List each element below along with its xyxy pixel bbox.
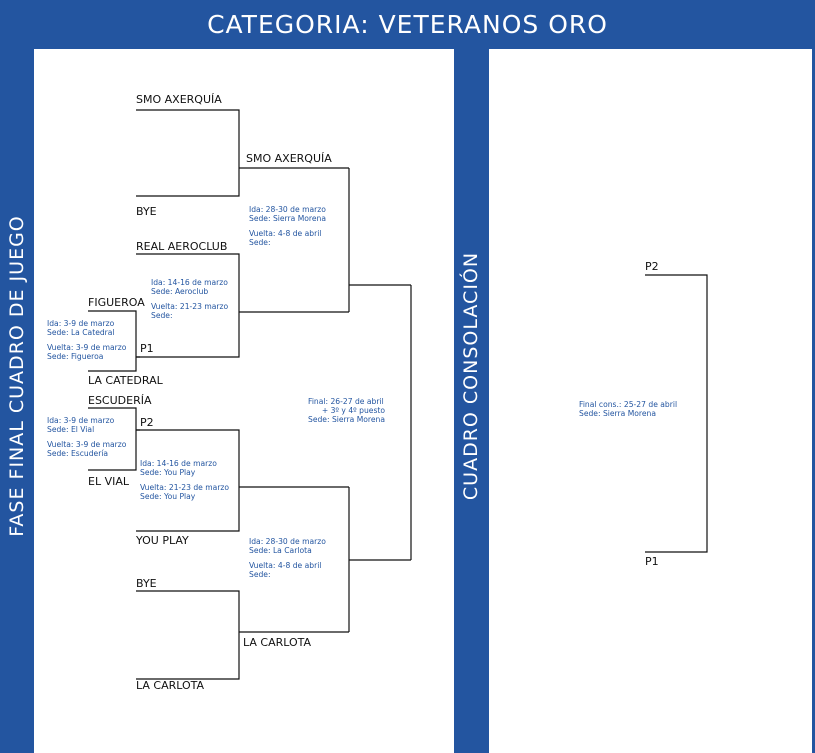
line-r1-aeroclub-p1 (136, 253, 349, 358)
line-semi-bottom (348, 487, 411, 632)
middle-side-bar (454, 0, 489, 753)
line-r0-figueroa-catedral (88, 310, 140, 372)
team-p2: P2 (140, 416, 154, 429)
line-r1-smo-bye (136, 109, 349, 197)
final-date: Final: 26-27 de abril (308, 397, 384, 406)
match-info-final: Final: 26-27 de abril + 3º y 4º puesto S… (308, 397, 385, 424)
match-date-ida: Ida: 3-9 de marzo (47, 416, 115, 425)
right-side-bar (812, 0, 815, 753)
match-date-ida: Ida: 14-16 de marzo (151, 278, 228, 287)
final-third-place: + 3º y 4º puesto (321, 406, 386, 415)
left-side-bar (0, 0, 34, 753)
team-real-aeroclub: REAL AEROCLUB (136, 240, 228, 253)
match-venue-ida: Sede: Aeroclub (151, 287, 209, 296)
match-info-semi-bottom: Ida: 28-30 de marzo Sede: La Carlota Vue… (249, 537, 326, 579)
match-venue-vuelta: Sede: You Play (140, 492, 196, 501)
match-date-vuelta: Vuelta: 3-9 de marzo (47, 440, 127, 449)
team-consolation-p2: P2 (645, 260, 659, 273)
match-venue-ida: Sede: La Catedral (47, 328, 115, 337)
header-bar (0, 0, 815, 49)
line-r1-bye-carlota (136, 590, 349, 680)
team-la-catedral: LA CATEDRAL (88, 374, 163, 387)
match-date-vuelta: Vuelta: 4-8 de abril (249, 561, 322, 570)
team-p1: P1 (140, 342, 154, 355)
match-date-ida: Ida: 28-30 de marzo (249, 205, 326, 214)
consolation-final-date: Final cons.: 25-27 de abril (579, 400, 678, 409)
team-smo-axerquia-winner: SMO AXERQUÍA (246, 152, 332, 165)
match-venue-vuelta: Sede: (249, 570, 271, 579)
match-date-vuelta: Vuelta: 3-9 de marzo (47, 343, 127, 352)
match-date-ida: Ida: 14-16 de marzo (140, 459, 217, 468)
match-venue-vuelta: Sede: Escudería (47, 449, 109, 458)
consolation-final-venue: Sede: Sierra Morena (579, 409, 657, 418)
team-bye: BYE (136, 577, 157, 590)
team-you-play: YOU PLAY (136, 534, 189, 547)
line-consolation (645, 274, 708, 553)
match-info-consolation-final: Final cons.: 25-27 de abril Sede: Sierra… (579, 400, 677, 418)
match-venue-vuelta: Sede: Figueroa (47, 352, 104, 361)
match-venue-ida: Sede: You Play (140, 468, 196, 477)
match-venue-ida: Sede: Sierra Morena (249, 214, 327, 223)
final-venue: Sede: Sierra Morena (308, 415, 386, 424)
match-date-ida: Ida: 28-30 de marzo (249, 537, 326, 546)
team-el-vial: EL VIAL (88, 475, 129, 488)
match-date-vuelta: Vuelta: 21-23 de marzo (140, 483, 230, 492)
line-r1-p2-youplay (136, 429, 349, 532)
match-venue-vuelta: Sede: (151, 311, 173, 320)
team-figueroa: FIGUEROA (88, 296, 145, 309)
match-info-p2-youplay: Ida: 14-16 de marzo Sede: You Play Vuelt… (140, 459, 229, 501)
match-venue-vuelta: Sede: (249, 238, 271, 247)
match-date-vuelta: Vuelta: 21-23 marzo (151, 302, 229, 311)
match-info-figueroa-catedral: Ida: 3-9 de marzo Sede: La Catedral Vuel… (47, 319, 126, 361)
match-info-aeroclub-p1: Ida: 14-16 de marzo Sede: Aeroclub Vuelt… (151, 278, 228, 320)
match-info-escuderia-vial: Ida: 3-9 de marzo Sede: El Vial Vuelta: … (47, 416, 126, 458)
team-bye: BYE (136, 205, 157, 218)
match-venue-ida: Sede: La Carlota (249, 546, 312, 555)
team-smo-axerquia: SMO AXERQUÍA (136, 93, 222, 106)
team-consolation-p1: P1 (645, 555, 659, 568)
team-la-carlota-winner: LA CARLOTA (243, 636, 312, 649)
line-semi-top (348, 168, 411, 312)
team-la-carlota: LA CARLOTA (136, 679, 205, 692)
match-info-semi-top: Ida: 28-30 de marzo Sede: Sierra Morena … (249, 205, 326, 247)
match-date-ida: Ida: 3-9 de marzo (47, 319, 115, 328)
match-venue-ida: Sede: El Vial (47, 425, 95, 434)
team-escuderia: ESCUDERÍA (88, 394, 152, 407)
page-title: CATEGORIA: VETERANOS ORO (207, 10, 608, 39)
match-date-vuelta: Vuelta: 4-8 de abril (249, 229, 322, 238)
